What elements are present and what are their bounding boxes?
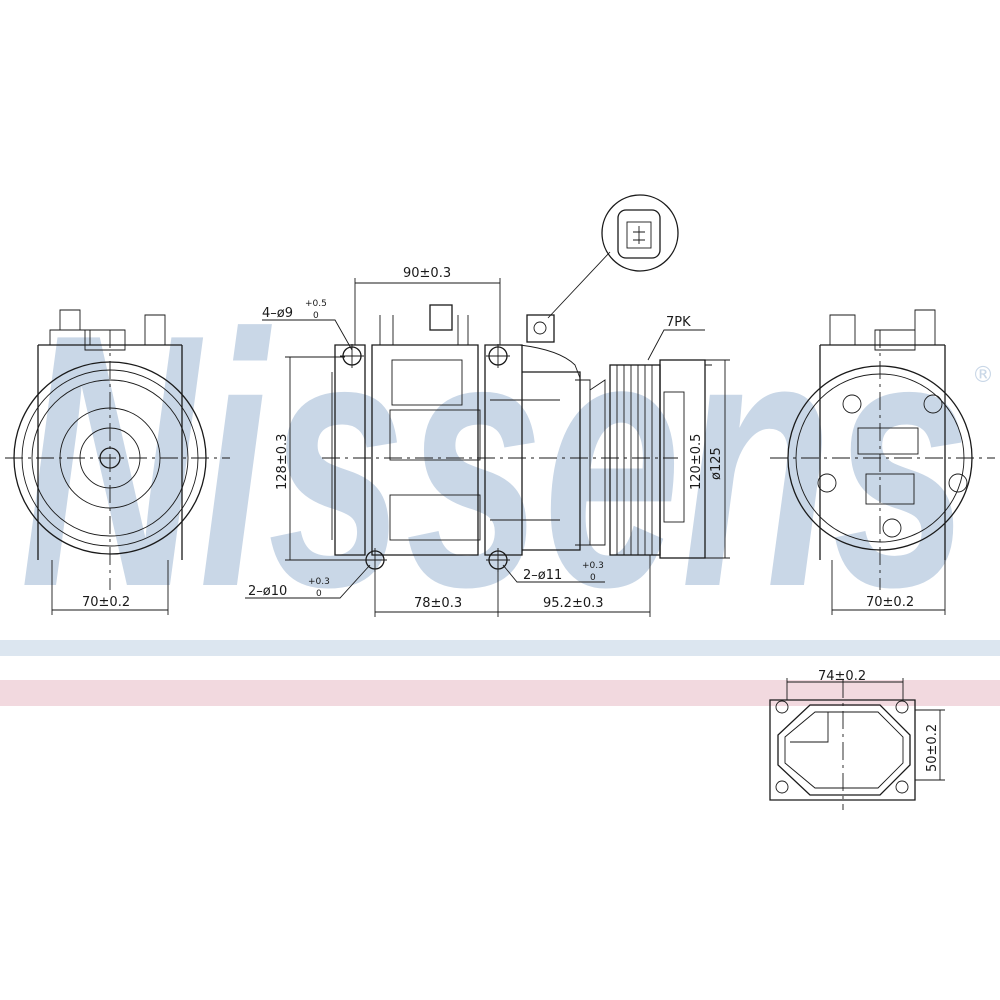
dim-pulley-inner: 120±0.5 [689,434,704,490]
hole-top-tol-upper: +0.5 [305,299,327,309]
pink-band [0,680,1000,706]
dim-port-height: 50±0.2 [925,724,940,772]
front-view-clutch [5,309,230,615]
dim-top-spacing: 90±0.3 [403,266,451,281]
bottom-dimensions: 78±0.3 95.2±0.3 [374,555,651,617]
bottom-left-hole-label: 2–ø10 +0.3 0 [245,564,371,599]
registered-mark: ® [972,363,994,388]
hole-top-tol-lower: 0 [313,311,319,321]
right-width-dimension: 70±0.2 [832,595,945,611]
rear-view [770,309,995,615]
hole-top-text: 4–ø9 [262,306,293,321]
connector [526,314,555,343]
top-hole-label: 4–ø9 +0.5 0 [262,299,353,351]
dim-bottom-1: 78±0.3 [414,596,462,611]
dim-right-width: 70±0.2 [866,595,914,610]
left-width-dimension: 70±0.2 [52,595,168,611]
dim-port-width: 74±0.2 [818,669,866,684]
height-dimension: 128±0.3 [275,356,370,561]
dim-pulley-diameter: ø125 [709,447,724,480]
dim-mount-height: 128±0.3 [275,434,290,490]
pulley [609,359,706,559]
watermark-logo: Nissens [20,260,970,662]
hole-bl-tol-lower: 0 [316,589,322,599]
bottom-right-hole-label: 2–ø11 +0.3 0 [502,561,605,583]
pulley-dimensions: 120±0.5 ø125 7PK [647,315,730,559]
hole-br-text: 2–ø11 [523,568,562,583]
top-mount-dimension: 90±0.3 [354,266,501,345]
hole-br-tol-lower: 0 [590,573,596,583]
blue-band [0,640,1000,656]
hole-bl-text: 2–ø10 [248,584,287,599]
hole-bl-tol-upper: +0.3 [308,577,330,587]
port-gasket-detail: 74±0.2 50±0.2 [769,669,945,810]
hole-br-tol-upper: +0.3 [582,561,604,571]
dim-bottom-2: 95.2±0.3 [543,596,604,611]
connector-detail-callout [547,194,679,319]
dim-left-width: 70±0.2 [82,595,130,610]
belt-type-label: 7PK [666,315,691,330]
